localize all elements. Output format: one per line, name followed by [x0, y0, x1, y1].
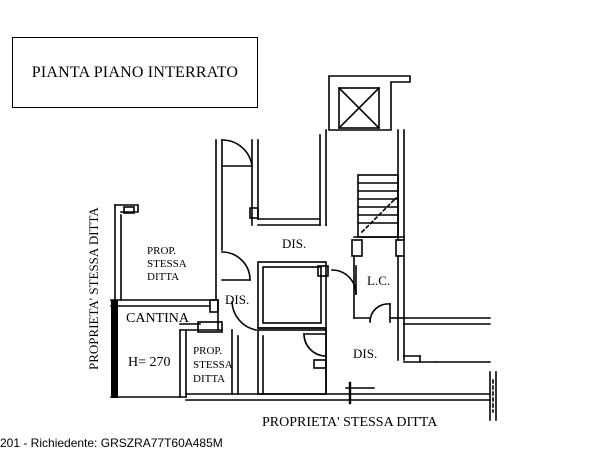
label-prop-top-1: PROP. — [147, 245, 177, 257]
label-lc: L.C. — [367, 273, 391, 288]
left-property — [114, 204, 139, 301]
door-arcs — [221, 139, 391, 357]
label-prop-bottom-2: STESSA — [193, 359, 233, 371]
label-height: H= 270 — [128, 355, 171, 370]
label-proprieta-bottom: PROPRIETA' STESSA DITTA — [262, 415, 438, 430]
lower-walls — [185, 329, 497, 421]
label-prop-bottom-3: DITTA — [193, 373, 226, 385]
cantina-walls — [110, 299, 223, 398]
label-cantina: CANTINA — [126, 311, 189, 326]
stair — [351, 174, 405, 257]
title-box: PIANTA PIANO INTERRATO — [12, 37, 258, 108]
lc-room — [353, 255, 491, 363]
label-prop-top-3: DITTA — [147, 271, 180, 283]
label-prop-bottom-1: PROP. — [193, 345, 223, 357]
footer-text: 201 - Richiedente: GRSZRA77T60A485M — [0, 436, 223, 450]
cantina-thick-wall — [111, 300, 118, 398]
plan-title: PIANTA PIANO INTERRATO — [31, 64, 239, 81]
label-dis-top: DIS. — [282, 236, 307, 251]
label-proprieta-vertical: PROPRIETA' STESSA DITTA — [86, 207, 101, 370]
elevator-shaft — [328, 75, 411, 131]
label-dis-right: DIS. — [353, 346, 378, 361]
label-dis-left: DIS. — [225, 292, 250, 307]
label-prop-top-2: STESSA — [147, 258, 187, 270]
center-rooms — [257, 261, 329, 395]
